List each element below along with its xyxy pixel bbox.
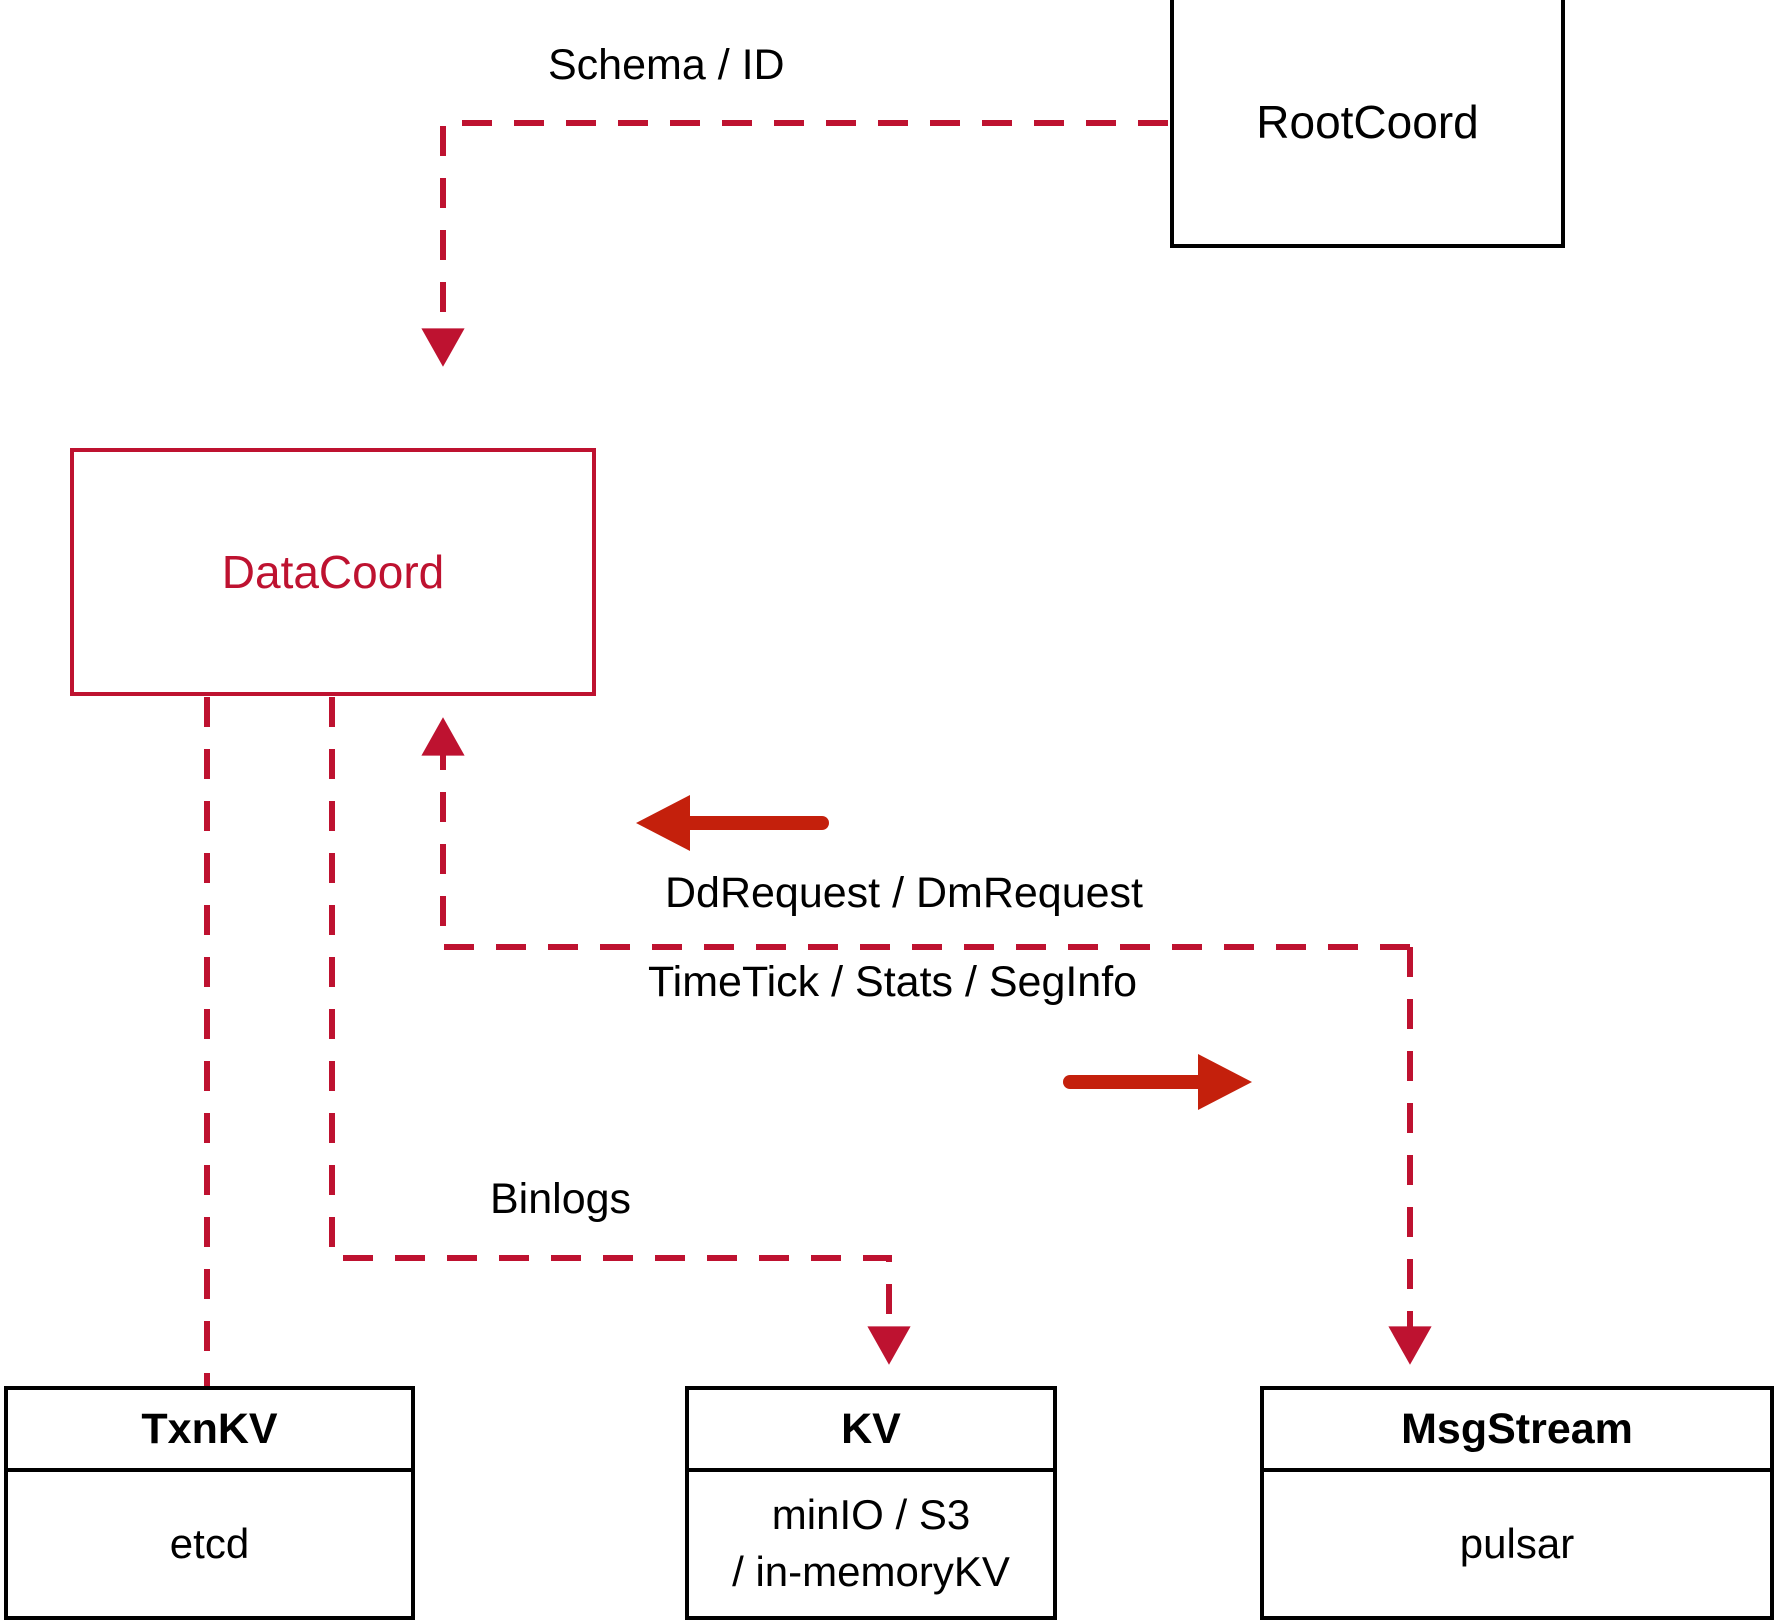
node-txnkv-subtitle: etcd [8, 1468, 411, 1616]
node-msgstream[interactable]: MsgStream pulsar [1260, 1386, 1774, 1620]
node-rootcoord[interactable]: RootCoord [1170, 0, 1565, 248]
edge-label-schema-id: Schema / ID [548, 41, 785, 89]
node-msgstream-title: MsgStream [1401, 1404, 1633, 1453]
edge-schema-id [421, 120, 1168, 367]
node-txnkv[interactable]: TxnKV etcd [4, 1386, 415, 1620]
node-kv-title: KV [841, 1404, 901, 1453]
edge-request-return [421, 717, 1410, 950]
node-kv-subtitle-line2: / in-memoryKV [732, 1548, 1010, 1595]
node-datacoord[interactable]: DataCoord [70, 448, 596, 696]
node-txnkv-title: TxnKV [141, 1404, 278, 1453]
edge-label-binlogs: Binlogs [490, 1175, 632, 1223]
edge-label-timetick-stats-seginfo: TimeTick / Stats / SegInfo [648, 958, 1138, 1006]
node-kv-subtitle-line1: minIO / S3 [771, 1491, 971, 1539]
node-rootcoord-title: RootCoord [1256, 96, 1479, 148]
direction-arrow-right [1063, 1054, 1252, 1110]
edge-label-dd-dm-request: DdRequest / DmRequest [665, 869, 1143, 917]
node-kv[interactable]: KV minIO / S3 / in-memoryKV [685, 1386, 1057, 1620]
node-msgstream-subtitle: pulsar [1264, 1468, 1770, 1616]
edge-binlogs [329, 697, 911, 1365]
node-datacoord-title: DataCoord [221, 546, 445, 598]
direction-arrow-left [636, 795, 829, 851]
node-kv-subtitle: minIO / S3 / in-memoryKV [689, 1468, 1053, 1616]
